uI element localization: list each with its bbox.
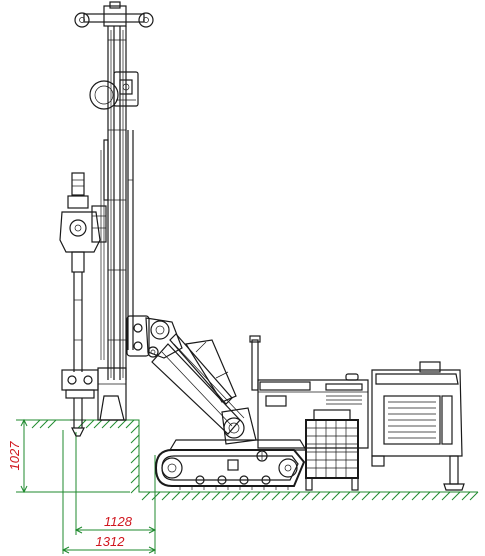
crawler-drill-rig-icon [154,439,308,490]
mast [74,1,154,380]
dimension-1312: 1312 [61,430,157,554]
dimension-1027: 1027 [7,418,130,494]
ground-profile [24,419,479,501]
drill-bit-icon [59,172,107,437]
power-unit [257,373,369,491]
control-cabinet [371,361,465,491]
boom-arm [126,315,261,445]
dimension-outer-text: 1312 [96,534,126,549]
dimension-height-text: 1027 [7,441,22,471]
dimension-1128: 1128 [74,432,157,535]
mast-foot [97,367,127,421]
dimension-inner-text: 1128 [104,514,133,529]
